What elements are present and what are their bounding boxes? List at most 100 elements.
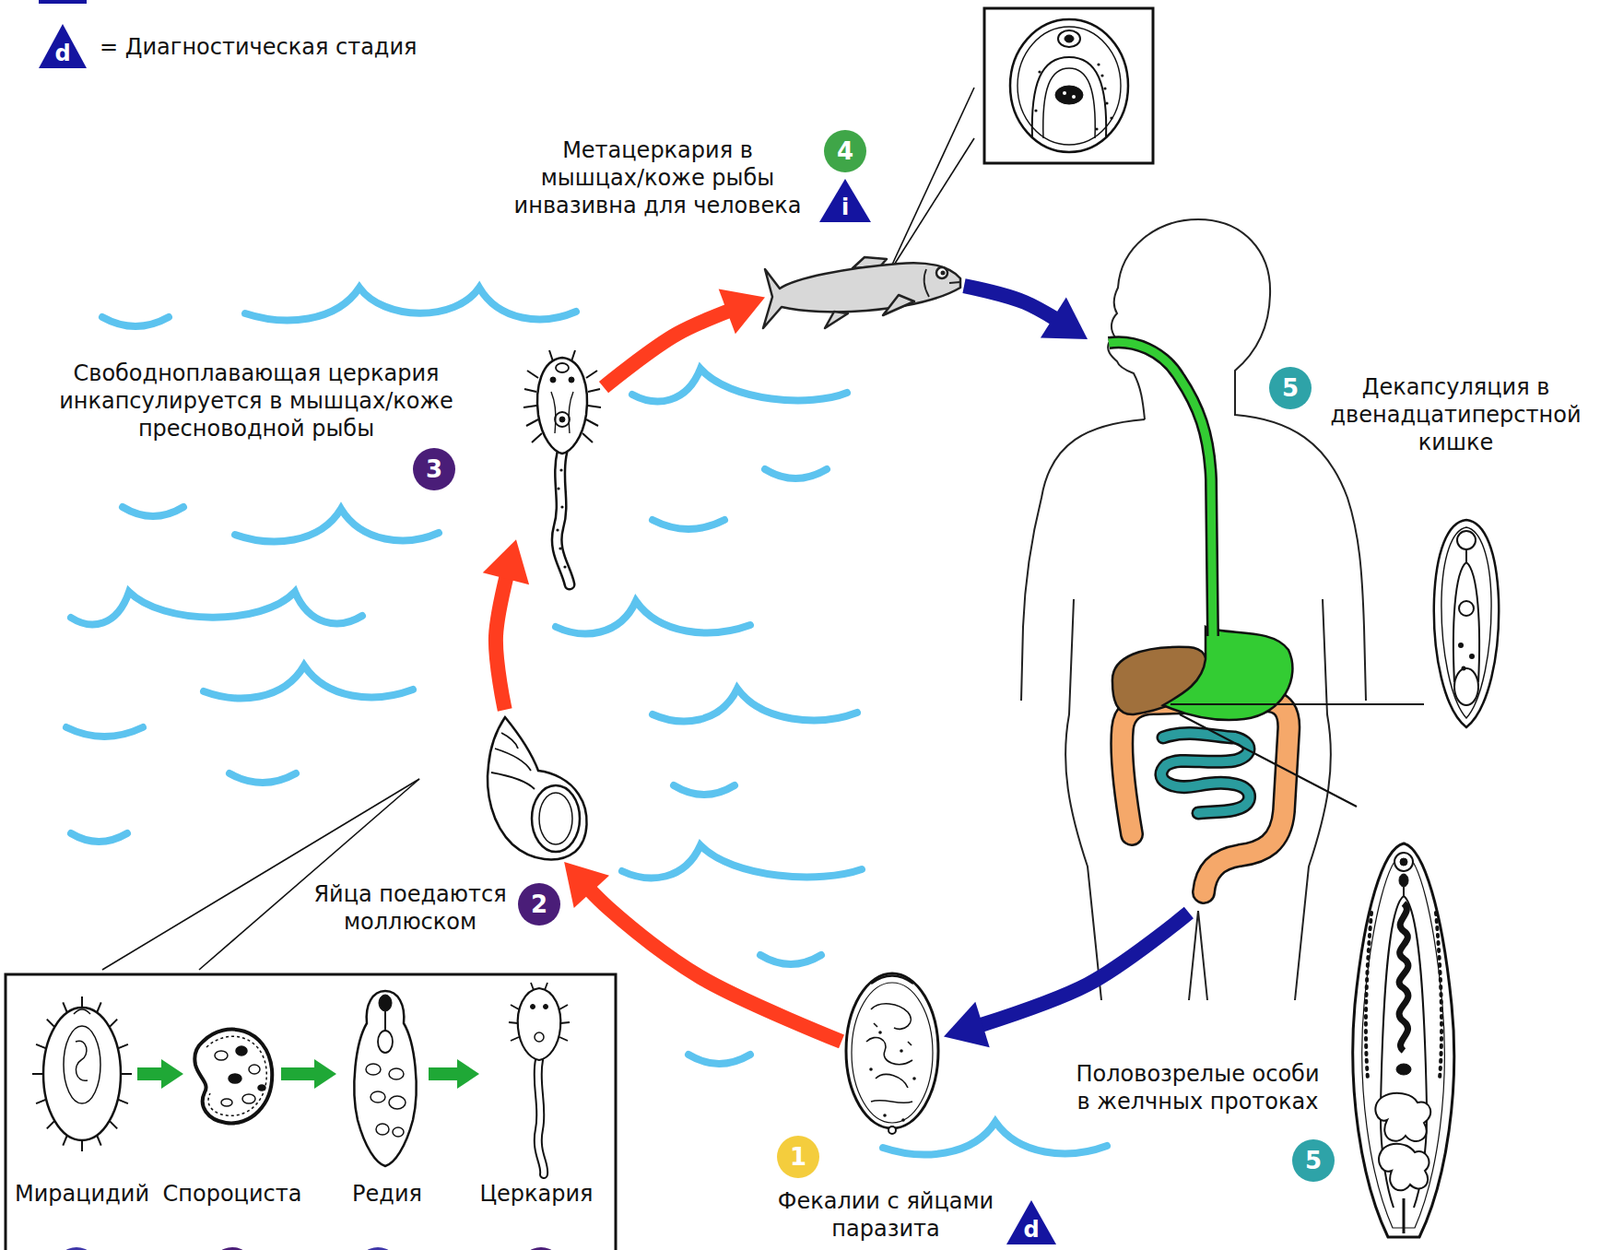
cercaria-drawing-part — [537, 357, 588, 454]
cyst-inset-part-part — [1103, 86, 1106, 90]
cyst-inset-part — [1058, 30, 1081, 48]
stage-inset-part — [384, 1011, 387, 1033]
stage-inset-part — [194, 1029, 272, 1124]
egg-drawing-part — [866, 1003, 913, 1104]
stage-caption: Половозрелые особи в желчных протоках — [1066, 1059, 1330, 1116]
stage-caption: Яйца поедаются моллюском — [299, 880, 521, 936]
stage-inset-part — [5, 974, 616, 1250]
stage-caption: Метацеркария в мышцах/коже рыбы инвазивн… — [510, 136, 805, 220]
stage-inset-part-part — [258, 1084, 266, 1091]
fish-drawing-part — [936, 267, 948, 279]
arrow-head — [1040, 297, 1088, 341]
stage-caption: Декапсуляция в двенадцатиперстной кишке — [1324, 373, 1588, 457]
cercaria-drawing-part — [550, 376, 556, 383]
fish-drawing-part — [924, 269, 930, 297]
fish-inset-leader-part — [886, 138, 975, 277]
egg-drawing-part — [870, 976, 914, 985]
arrow-head — [457, 1058, 480, 1089]
arrow-head — [943, 1001, 990, 1048]
stage-inset-part — [356, 1247, 400, 1250]
stage-inset-part — [519, 1247, 563, 1250]
stage-triangle — [819, 178, 1057, 1245]
stage-inset-part — [365, 1063, 406, 1137]
stage-triangle-part — [819, 178, 871, 223]
stage-node: Спороциста — [183, 1018, 282, 1130]
fish-drawing-part — [941, 270, 946, 276]
adult-worm-drawing-part — [1400, 858, 1408, 866]
stage-node: Церкария — [479, 976, 590, 1171]
fish-drawing — [763, 257, 961, 329]
cyst-inset-part — [1071, 94, 1076, 99]
cercaria-drawing — [523, 350, 601, 585]
egg-drawing — [846, 973, 939, 1134]
egg-drawing-part-part — [869, 1067, 873, 1071]
human-drawing-part — [1188, 910, 1208, 1000]
callout-number: 5 — [1271, 373, 1309, 403]
callout-circle-part — [517, 882, 561, 926]
callout-number: 1 — [779, 1141, 817, 1172]
human-drawing-part — [1163, 626, 1293, 720]
legend-entry: = Диагностическая стадия — [99, 33, 417, 61]
adult-worm-drawing-part — [1402, 1198, 1406, 1234]
snail-drawing-part — [539, 792, 573, 845]
egg-drawing-part — [888, 1126, 896, 1134]
water-wave-part — [229, 773, 296, 783]
cercaria-drawing-part — [555, 468, 566, 568]
stage-node: Редия — [336, 981, 429, 1166]
cercaria-drawing-part-part — [558, 546, 562, 550]
cyst-inset-part — [1017, 26, 1121, 145]
cyst-inset-part — [1034, 62, 1113, 130]
stage-inset-part-part — [376, 1123, 389, 1135]
stage-inset-part — [543, 1004, 549, 1010]
water-wave-part — [622, 845, 862, 878]
stage-caption: Спороциста — [153, 1179, 311, 1208]
adult-worm-drawing-part — [1362, 852, 1446, 1228]
diagnostic-letter: d — [1012, 1214, 1050, 1245]
stage-inset-part-part — [388, 1095, 406, 1109]
human-drawing-part — [1121, 700, 1289, 893]
cyst-inset-part-part — [1094, 127, 1098, 130]
stage-inset-part — [43, 1007, 121, 1141]
fish-inset-leader — [886, 87, 975, 277]
stage-inset-part — [538, 1059, 545, 1175]
callout-circle-part — [823, 129, 867, 173]
stage-inset-part-part — [242, 1094, 256, 1104]
water-wave-part — [203, 665, 413, 698]
cercaria-drawing-part — [559, 416, 565, 423]
egg-drawing-part-part — [899, 1048, 904, 1053]
cycle-arrow — [564, 861, 842, 1042]
fish-drawing-part — [763, 262, 961, 329]
stage-node: Яйца поедаются моллюском — [479, 709, 582, 862]
cercaria-drawing-part — [568, 376, 575, 383]
cycle-arrow-group — [603, 289, 765, 389]
stage-inset-part — [211, 1247, 254, 1250]
stage-inset-part — [353, 990, 416, 1166]
callout-number: 2 — [520, 889, 558, 919]
cercaria-drawing-part — [554, 411, 570, 427]
stage-inset-part — [63, 1025, 101, 1104]
stage-caption: Редия — [308, 1179, 466, 1208]
cycle-arrow-group — [137, 1058, 184, 1089]
legend-partial-mark-part — [38, 0, 87, 4]
legend-partial-mark — [38, 0, 87, 4]
snail-inset-leader-part — [102, 778, 420, 970]
water-wave-part — [70, 833, 128, 842]
cyst-inset-part-part — [1034, 108, 1037, 112]
snail-inset-leader-part — [199, 778, 420, 970]
callout-number: 4 — [826, 136, 864, 166]
stage-inset-part-part — [248, 1064, 260, 1074]
egg-drawing-part — [851, 982, 933, 1123]
adult-worm-drawing — [1352, 843, 1455, 1237]
legend-triangle-part — [38, 23, 87, 69]
cyst-inset — [984, 8, 1153, 164]
juvenile-worm-drawing-part-part — [1461, 666, 1467, 671]
callout-number: 5 — [1294, 1145, 1332, 1176]
snail-drawing-part — [531, 785, 580, 852]
stage-caption: Фекалии с яйцами паразита — [770, 1187, 1001, 1243]
adult-worm-drawing-part — [1399, 903, 1409, 1051]
human-drawing-part — [1065, 599, 1102, 1000]
cycle-arrow-group — [281, 1058, 337, 1089]
stage-inset-part — [73, 1009, 91, 1081]
